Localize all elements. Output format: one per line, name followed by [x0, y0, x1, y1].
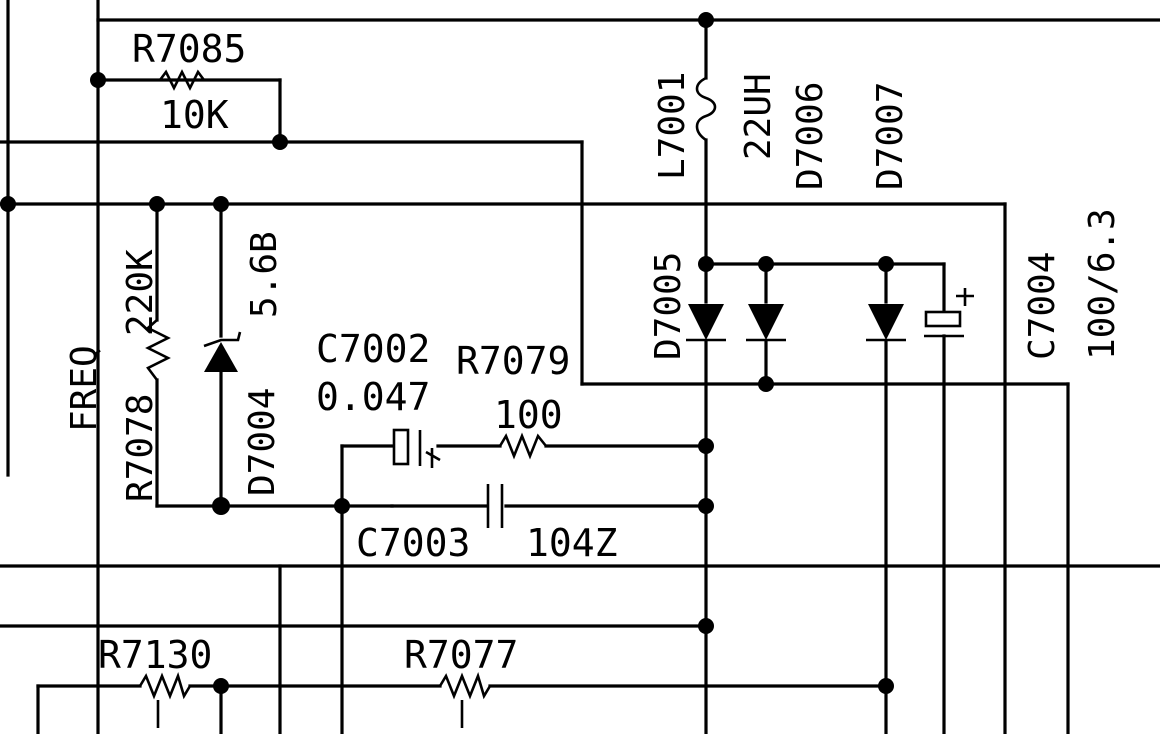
zener-diode-d7004: [203, 331, 242, 372]
labels: R7085 10K L7001 22UH D7006 D7007 220K R7…: [64, 27, 1123, 677]
capacitor-c7003: [486, 484, 504, 528]
label-l7001-value: 22UH: [738, 73, 779, 160]
label-r7085: R7085: [132, 27, 246, 71]
label-c7004: C7004: [1022, 252, 1063, 360]
capacitor-c7002: [392, 428, 441, 468]
label-r7085-value: 10K: [160, 93, 229, 137]
resistor-r7077: [438, 672, 492, 700]
components: [138, 69, 974, 728]
diode-d7005: [686, 304, 726, 342]
resistor-r7085: [158, 69, 206, 91]
label-c7004-value: 100/6.3: [1082, 208, 1123, 360]
label-r7079: R7079: [456, 339, 570, 383]
label-d7006: D7006: [790, 82, 831, 190]
label-d7005: D7005: [648, 252, 689, 360]
inductor-l7001: [695, 76, 717, 142]
label-d7004: D7004: [242, 388, 283, 496]
label-r7078: R7078: [120, 394, 161, 502]
resistor-r7078: [145, 319, 171, 381]
label-c7002: C7002: [316, 327, 430, 371]
capacitor-c7004: [924, 288, 974, 338]
junction-dots: [0, 12, 894, 694]
label-d7004-value: 5.6B: [244, 231, 285, 318]
label-c7002-value: 0.047: [316, 375, 430, 419]
label-d7007: D7007: [870, 82, 911, 190]
label-r7079-value: 100: [494, 393, 563, 437]
label-r7130: R7130: [98, 633, 212, 677]
label-r7078-value: 220K: [120, 249, 161, 336]
diode-d7006: [746, 304, 786, 342]
label-l7001: L7001: [652, 72, 693, 180]
label-r7077: R7077: [404, 633, 518, 677]
diode-d7007: [866, 304, 906, 342]
label-c7003: C7003: [356, 521, 470, 565]
label-c7003-value: 104Z: [526, 521, 618, 565]
resistor-r7079: [498, 432, 548, 460]
label-freq: FREQ: [64, 345, 105, 432]
resistor-r7130: [138, 672, 192, 700]
